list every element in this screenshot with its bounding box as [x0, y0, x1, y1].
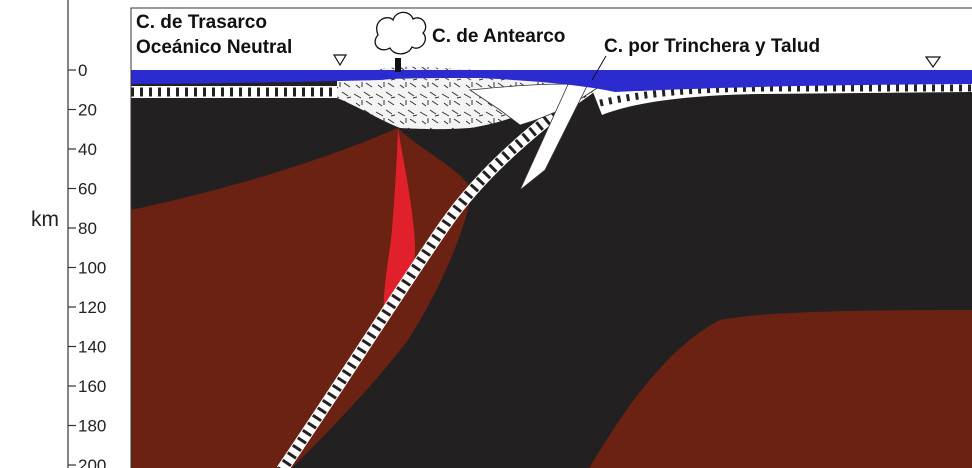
axis-tick-label: 80	[78, 219, 97, 238]
backarc-label-line2: Oceánico Neutral	[136, 37, 292, 58]
volcano	[374, 11, 427, 72]
trench-label-leader	[591, 55, 607, 81]
axis-tick-label: 0	[78, 61, 87, 80]
axis-tick-label: 200	[78, 456, 106, 468]
oceanic-crust-right	[591, 83, 972, 115]
water-level-icon	[332, 54, 348, 67]
axis-unit-label: km	[31, 208, 59, 231]
cross-section	[131, 66, 972, 468]
axis-tick-label: 140	[78, 338, 106, 357]
subducting-slab-hatch	[277, 82, 594, 468]
axis-tick-label: 100	[78, 259, 106, 278]
trench-label: C. por Trinchera y Talud	[604, 36, 820, 57]
axis-tick-label: 60	[78, 180, 97, 199]
axis-tick-label: 40	[78, 140, 97, 159]
axis-tick-label: 20	[78, 101, 97, 120]
forearc-label: C. de Antearco	[432, 26, 565, 47]
ocean-layer	[131, 70, 972, 92]
oceanic-crust-right-hatch	[599, 84, 972, 107]
depth-axis: 0 20 40 60 80 100 120 140 160 180 200 km	[31, 0, 106, 468]
asthenosphere-wedge-left	[131, 128, 472, 468]
axis-tick-label: 180	[78, 417, 106, 436]
water-level-icon	[924, 56, 942, 69]
axis-tick-label: 120	[78, 298, 106, 317]
asthenosphere-region-right	[589, 310, 972, 468]
axis-tick-label: 160	[78, 377, 106, 396]
backarc-label-line1: C. de Trasarco	[136, 12, 267, 33]
eruption-cloud-icon	[374, 11, 427, 55]
volcano-conduit	[395, 58, 401, 72]
section-frame	[130, 7, 972, 468]
